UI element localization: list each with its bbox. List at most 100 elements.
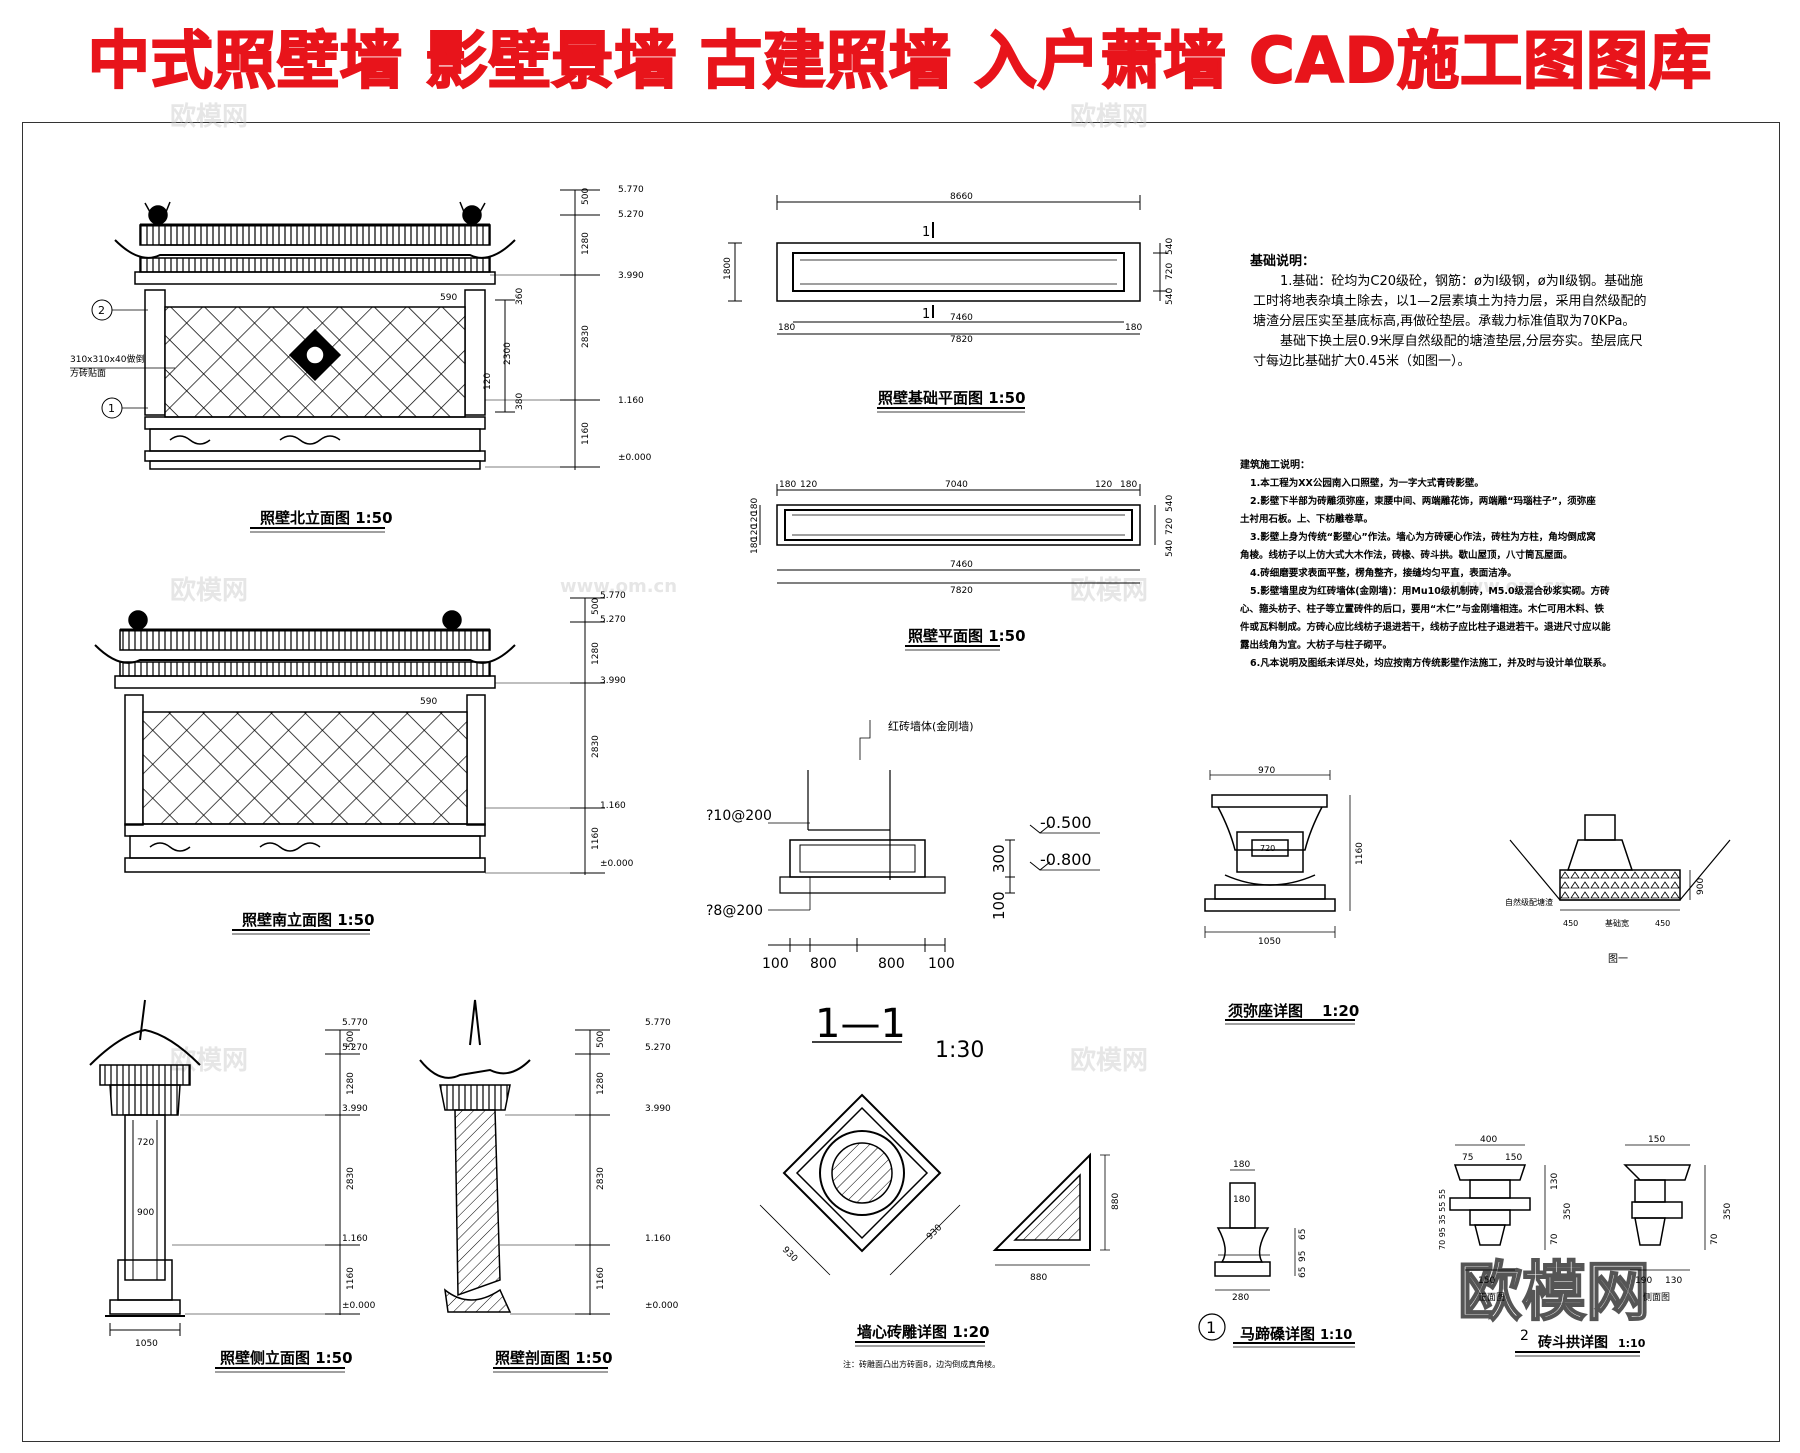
dim-label: 7460	[950, 313, 973, 323]
view-label: 侧面图	[1643, 1291, 1670, 1303]
dim-label: 970	[1258, 766, 1275, 776]
notes-line: 基础下换土层0.9米厚自然级配的塘渣垫层,分层夯实。垫层底尺	[1280, 333, 1643, 349]
dim-label: 180	[778, 323, 795, 333]
dim-label: 540	[1165, 540, 1175, 557]
title-underlines	[215, 407, 1640, 1373]
level-label: -0.800	[1040, 850, 1092, 869]
dim-label: 1160	[1355, 842, 1365, 865]
wall-label: 红砖墙体(金刚墙)	[888, 719, 974, 733]
watermark-url: www.om.cn	[560, 576, 678, 597]
material-label: 自然级配塘渣	[1505, 897, 1553, 907]
dim-label: 70	[1710, 1233, 1720, 1245]
dim-label: 120	[800, 480, 817, 490]
rebar-label: ?8@200	[706, 903, 763, 919]
section-elevation	[419, 999, 610, 1315]
dim-label: 180	[1120, 480, 1137, 490]
dim-label: 720	[1260, 844, 1275, 853]
dim-label: 70 95 35 55 55	[1438, 1189, 1447, 1250]
dim-label: 300	[990, 844, 1008, 873]
figure-caption: 图一	[1608, 953, 1628, 965]
drawing-title: 照壁北立面图 1:50	[260, 509, 393, 527]
notes-line: 1.本工程为XX公园南入口照壁，为一字大式青砖影壁。	[1250, 477, 1484, 489]
elev-label: 1.160	[600, 801, 626, 811]
dim-label: 7820	[950, 586, 973, 596]
drawing-title: 照壁平面图 1:50	[908, 627, 1026, 645]
notes-line: 1.基础：砼均为C20级砼，钢筋：ø为Ⅰ级钢，ø为Ⅱ级钢。基础施	[1280, 273, 1643, 289]
dim-label: 180	[1125, 323, 1142, 333]
roof-ornament-left	[128, 610, 148, 630]
dim-label: 590	[420, 697, 437, 707]
notes-line: 寸每边比基础扩大0.45米（如图一）。	[1253, 353, 1470, 369]
notes-line: 露出线角为宜。大枋子与柱子砌平。	[1240, 639, 1392, 651]
drawing-title: 照壁南立面图 1:50	[242, 911, 375, 929]
building-plan	[759, 484, 1156, 584]
roof-ornament-right	[459, 201, 486, 225]
elev-label: 5.770	[618, 185, 644, 195]
dim-label: 930	[925, 1223, 944, 1242]
dim-label: 65	[1298, 1229, 1308, 1240]
dim-label: 180	[1233, 1160, 1250, 1170]
dim-label: 500	[346, 1031, 356, 1048]
elev-label: 5.770	[342, 1018, 368, 1028]
notes-title: 基础说明：	[1249, 253, 1315, 269]
roof-ornament-left	[144, 201, 171, 225]
watermark: 欧模网	[170, 102, 249, 132]
elev-label: 3.990	[618, 271, 644, 281]
dim-label: 120	[483, 373, 493, 390]
drawing-scale: 1:10	[1618, 1337, 1646, 1350]
elev-label: ±0.000	[342, 1301, 376, 1311]
dim-label: 350	[1563, 1203, 1573, 1220]
notes-line: 塘渣分层压实至基底标高,再做砼垫层。承载力标准值取为70KPa。	[1253, 313, 1635, 329]
dim-label: 75	[1462, 1153, 1473, 1163]
elev-label: 3.990	[645, 1104, 671, 1114]
elev-label: 1.160	[342, 1234, 368, 1244]
section-scale: 1:30	[935, 1038, 984, 1063]
side-elevation	[89, 999, 360, 1336]
drawing-title: 马蹄磉详图	[1240, 1325, 1315, 1343]
dim-label: 1800	[723, 257, 733, 280]
watermark: 欧模网	[170, 576, 249, 606]
drawing-title: 须弥座详图	[1228, 1002, 1303, 1020]
notes-line: 土衬用石板。上、下枋雕卷草。	[1240, 513, 1373, 525]
figure-1-foundation	[1509, 814, 1731, 911]
dim-label: 880	[1030, 1273, 1047, 1283]
notes-line: 心、箍头枋子、柱子等立置砖件的后口，要用“木仁”与金刚墙相连。木仁可用木料、铁	[1240, 603, 1604, 615]
drawing-title: 砖斗拱详图	[1538, 1334, 1608, 1351]
dim-label: 900	[137, 1208, 154, 1218]
title-banner: 中式照壁墙 影壁景墙 古建照墙 入户萧墙 CAD施工图图库	[0, 0, 1800, 110]
notes-line: 工时将地表杂填土除去，以1—2层素填土为持力层，采用自然级配的	[1253, 293, 1647, 309]
dim-label: 540	[1165, 238, 1175, 255]
dim-label: 180	[750, 498, 760, 515]
dim-label: 540	[1165, 495, 1175, 512]
banner-title: 中式照壁墙 影壁景墙 古建照墙 入户萧墙 CAD施工图图库	[87, 23, 1713, 98]
mati-detail	[1198, 1169, 1296, 1341]
dim-label: 1280	[591, 642, 601, 665]
dim-label: 800	[810, 956, 837, 972]
dim-label: 800	[878, 956, 905, 972]
dim-label: 150	[1505, 1153, 1522, 1163]
dim-label: 65	[1298, 1267, 1308, 1278]
notes-line: 角棱。线枋子以上仿大式大木作法，砖椽、砖斗拱。歇山屋顶，八寸筒瓦屋面。	[1240, 549, 1573, 561]
dim-label: 1160	[581, 422, 591, 445]
dim-label: 1050	[1258, 937, 1281, 947]
dougong-detail	[1449, 1144, 1706, 1271]
callout-number: 1	[108, 402, 115, 415]
callout-number: 2	[98, 304, 105, 317]
drawing-scale: 1:20	[1322, 1002, 1359, 1020]
dim-label: 720	[1165, 263, 1175, 280]
dim-label: 1160	[596, 1267, 606, 1290]
dim-label: 720	[137, 1138, 154, 1148]
watermark: 欧模网	[1070, 102, 1149, 132]
dim-label: 500	[581, 188, 591, 205]
dim-label: 590	[440, 293, 457, 303]
cut-label: 1	[922, 225, 930, 240]
dim-label: 1160	[346, 1267, 356, 1290]
dim-label: 2300	[503, 342, 513, 365]
watermark-logo: 欧模网	[1457, 1255, 1651, 1331]
dim-label: 500	[591, 598, 601, 615]
drawing-sheet-border	[22, 122, 1780, 1442]
dim-label: 7820	[950, 335, 973, 345]
dim-label: 180	[779, 480, 796, 490]
elev-label: 5.270	[645, 1043, 671, 1053]
dim-label: 880	[1111, 1193, 1121, 1210]
